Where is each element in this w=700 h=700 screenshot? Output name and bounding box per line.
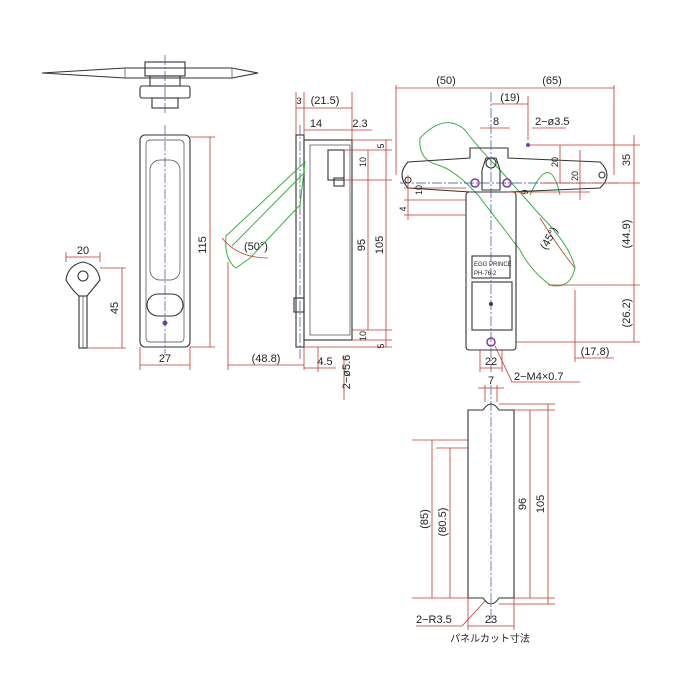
svg-text:20: 20	[550, 157, 560, 167]
rear-base-plate	[401, 147, 608, 193]
rear-left-extent-dim: (50)	[436, 75, 456, 87]
side-outer-height-dim: 105	[374, 236, 386, 254]
svg-text:9: 9	[520, 189, 530, 194]
side-swing-arc	[225, 160, 306, 269]
svg-text:22: 22	[485, 356, 497, 368]
cutout-outer-dim: (85)	[419, 509, 431, 529]
svg-text:35: 35	[621, 154, 633, 166]
side-swing-dim: (48.8)	[252, 353, 281, 365]
svg-text:8: 8	[493, 116, 499, 128]
rear-view: EGG PRINCE PH-76-2 (50) (65) (19) 8 2−ø3…	[395, 75, 640, 383]
side-view: (50°) 3 (21.5) 14 2.3 5 10 95 105 10 5 (…	[221, 92, 392, 400]
rear-thread-dim: 2−M4×0.7	[514, 371, 564, 383]
key-head	[65, 261, 101, 297]
rear-hole-dim: 2−ø3.5	[535, 116, 570, 128]
key-length-dim: 45	[109, 302, 121, 314]
svg-text:4: 4	[398, 206, 408, 211]
side-angle-label: (50°)	[244, 241, 268, 253]
svg-text:(17.8): (17.8)	[581, 346, 610, 358]
front-height-dim: 115	[197, 236, 209, 254]
cutout-inner-dim: (80.5)	[437, 508, 449, 537]
front-width-dim: 27	[159, 353, 171, 365]
svg-text:3: 3	[296, 96, 301, 106]
svg-text:(19): (19)	[500, 92, 520, 104]
side-hole-dim: 2−ø5.6	[341, 355, 353, 390]
key-width-dim: 20	[77, 245, 89, 257]
svg-text:23: 23	[485, 614, 497, 626]
rear-right-extent-dim: (65)	[542, 75, 562, 87]
panel-cutout-view: 7 (85) (80.5) 96 105 23 2−R3.5 パネルカット寸法	[412, 375, 555, 645]
svg-text:10: 10	[414, 185, 424, 195]
svg-text:5: 5	[376, 143, 386, 148]
svg-text:20: 20	[570, 171, 580, 181]
cutout-height-dim: 96	[517, 498, 529, 510]
svg-text:14: 14	[310, 118, 322, 130]
cutout-radius-dim: 2−R3.5	[416, 614, 452, 626]
svg-text:7: 7	[488, 375, 494, 387]
cutout-caption: パネルカット寸法	[450, 632, 530, 645]
rear-angle-label: (45°)	[538, 225, 560, 252]
svg-text:2.3: 2.3	[352, 118, 367, 130]
cutout-total-dim: 105	[535, 495, 547, 513]
key-view: 20 45	[65, 245, 126, 349]
svg-text:5: 5	[376, 343, 386, 348]
latch-cam	[481, 157, 501, 191]
rear-swing-lever	[419, 122, 576, 287]
name-plate-line2: PH-76-2	[474, 271, 497, 277]
side-depth-dim: (21.5)	[311, 95, 340, 107]
svg-text:4.5: 4.5	[317, 356, 332, 368]
svg-text:(26.2): (26.2)	[621, 299, 633, 328]
side-inner-height-dim: 95	[356, 239, 368, 251]
rear-swing-height-dim: (44.9)	[621, 220, 633, 249]
name-plate-line1: EGG PRINCE	[474, 262, 512, 268]
svg-text:10: 10	[358, 331, 368, 341]
front-view: 115 27	[41, 55, 259, 370]
svg-text:10: 10	[358, 157, 368, 167]
